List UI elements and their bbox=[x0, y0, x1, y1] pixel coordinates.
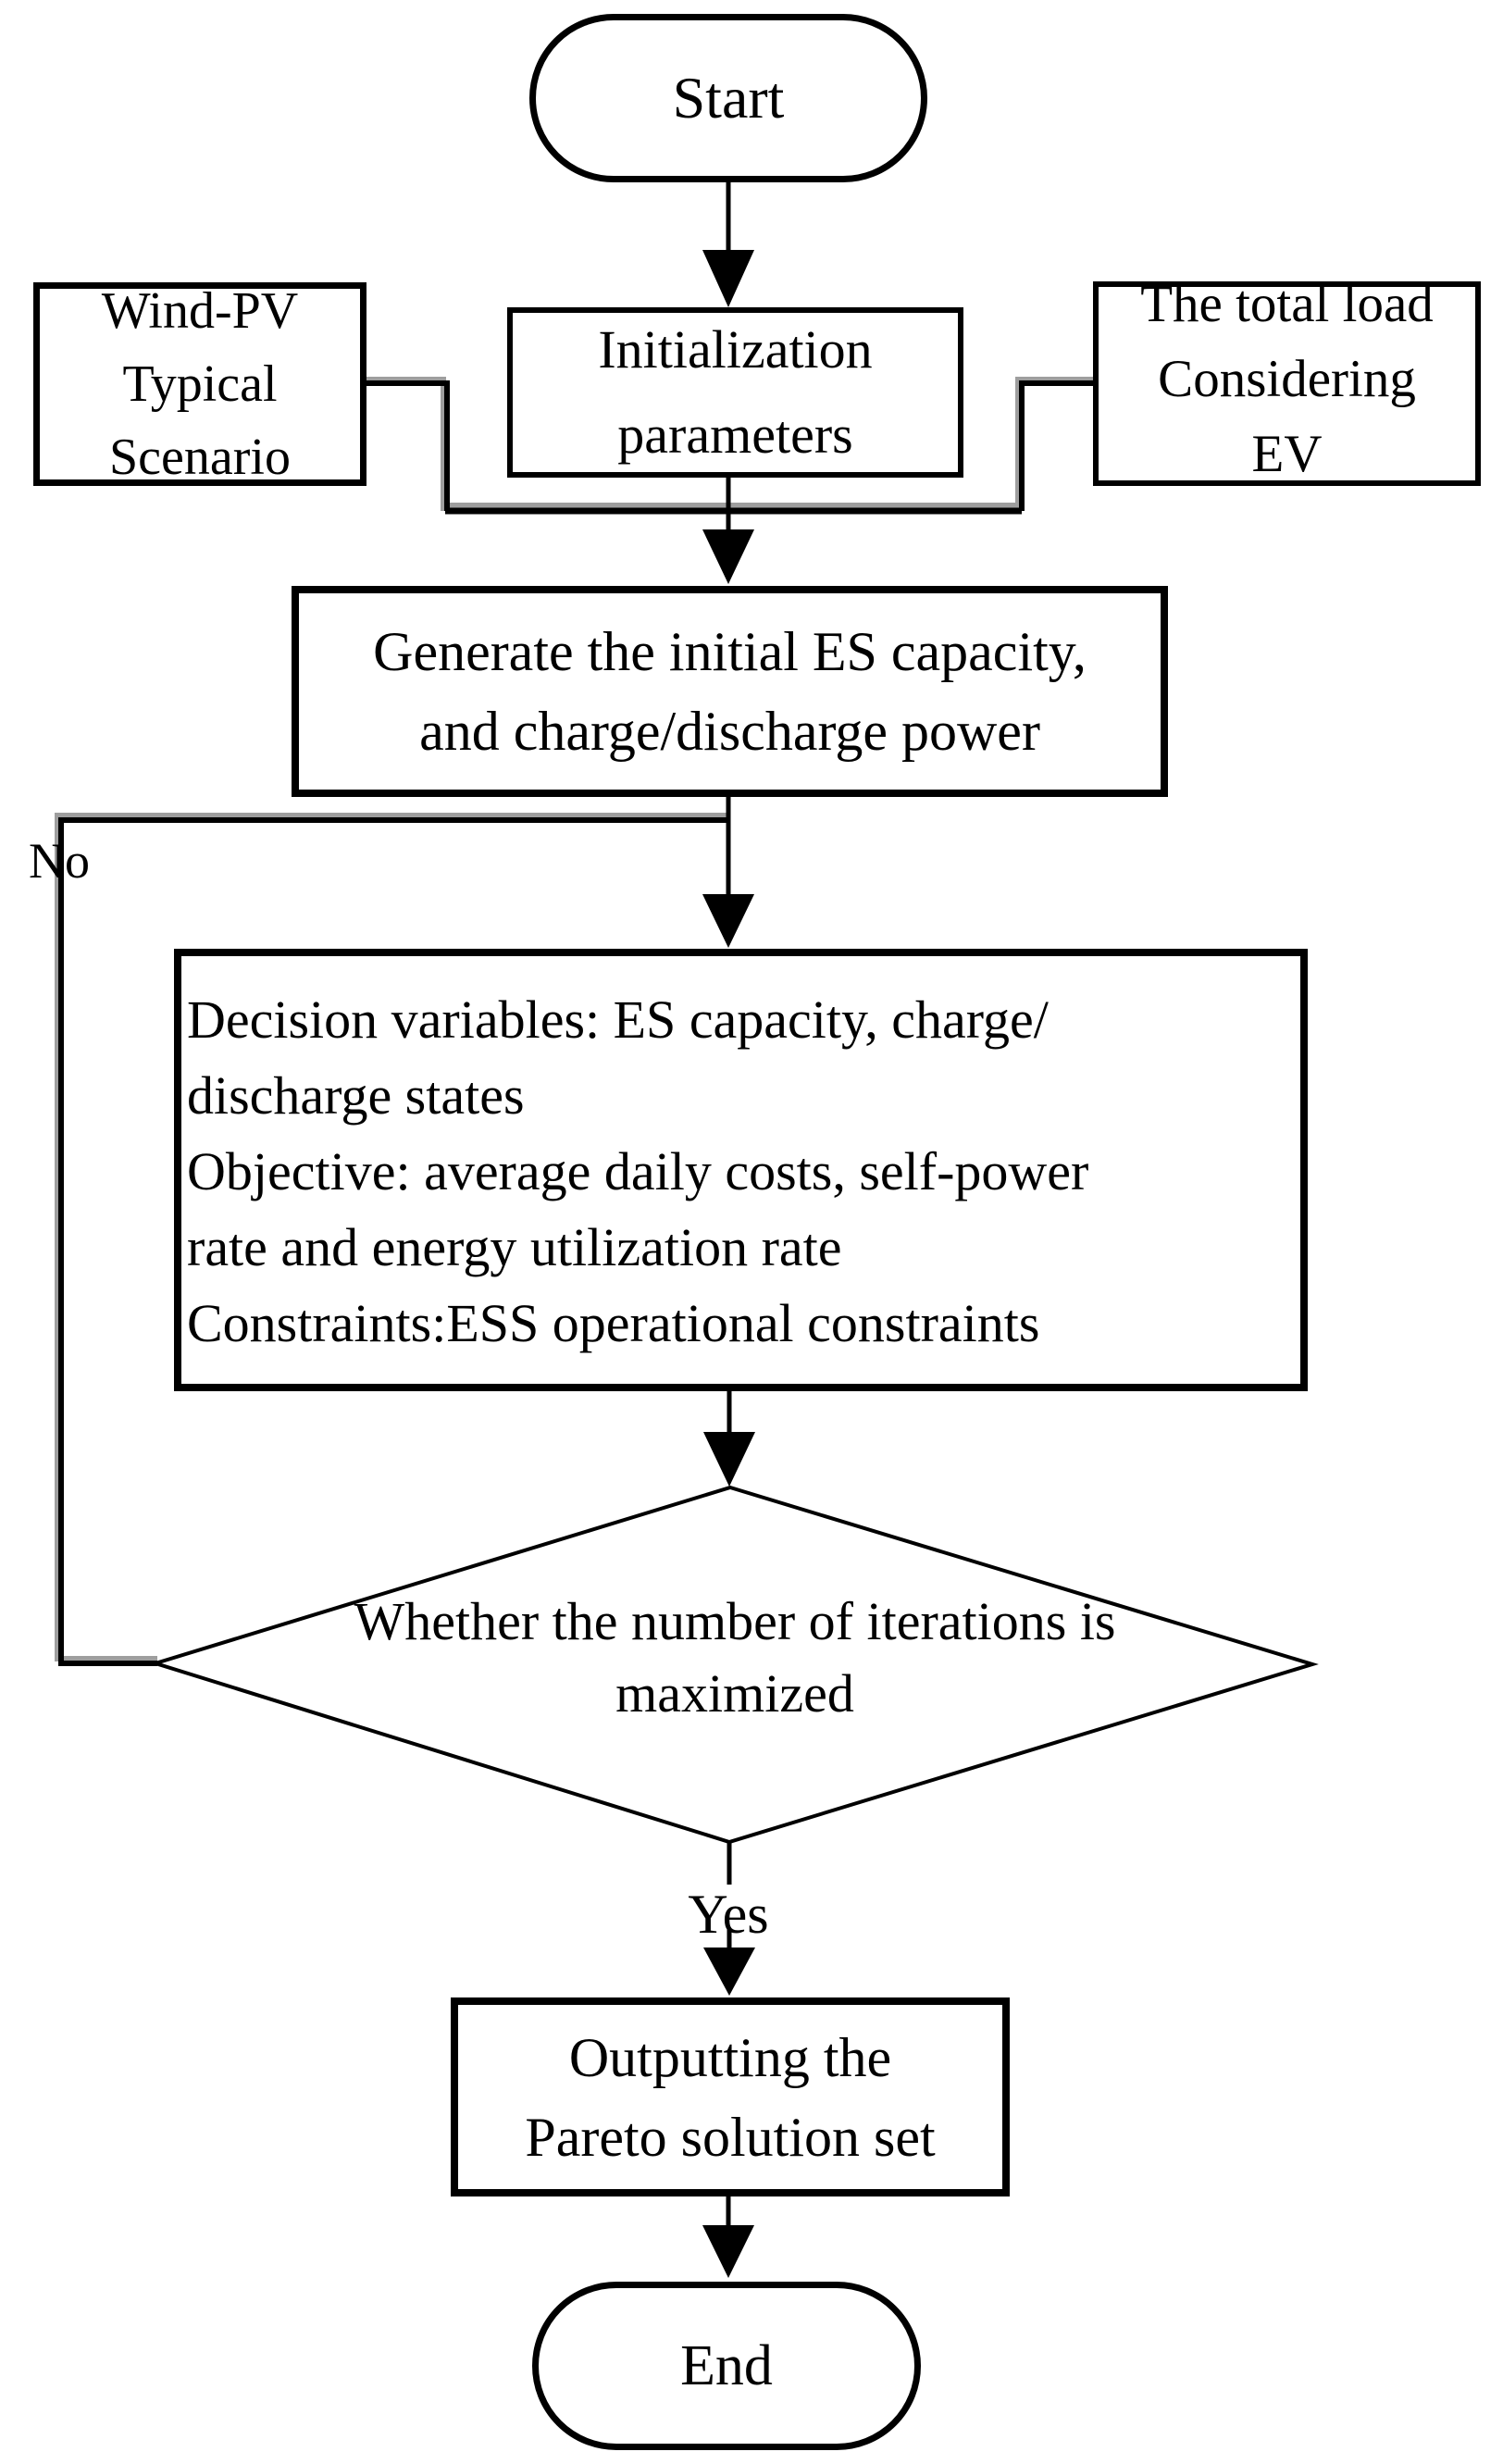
output-pareto-node: Outputting the Pareto solution set bbox=[451, 1997, 1010, 2196]
windpv-line: Typical bbox=[122, 355, 278, 413]
decision-model-line: Objective: average daily costs, self-pow… bbox=[187, 1141, 1089, 1201]
end-label: End bbox=[680, 2333, 773, 2397]
yes-text: Yes bbox=[688, 1883, 769, 1945]
end-node: End bbox=[532, 2282, 921, 2450]
output-pareto-line: Pareto solution set bbox=[525, 2106, 936, 2168]
decision-model-line: discharge states bbox=[187, 1065, 525, 1126]
windpv-scenario-node: Wind-PV Typical Scenario bbox=[33, 282, 366, 486]
edge-windpv-join-shadow bbox=[366, 377, 446, 511]
decision-model-text: Decision variables: ES capacity, charge/… bbox=[187, 982, 1088, 1362]
decision-model-line: rate and energy utilization rate bbox=[187, 1217, 842, 1277]
total-load-line: EV bbox=[1251, 425, 1323, 483]
arrowhead-decision bbox=[702, 894, 754, 948]
decision-model-line: Constraints:ESS operational constraints bbox=[187, 1293, 1040, 1353]
edge-no-loop-shadow bbox=[55, 813, 728, 1661]
arrowhead-generate bbox=[702, 529, 754, 584]
arrowhead-end bbox=[702, 2225, 754, 2278]
total-load-node: The total load Considering EV bbox=[1093, 275, 1481, 486]
arrowhead-init bbox=[702, 250, 754, 307]
windpv-scenario-text: Wind-PV Typical Scenario bbox=[102, 275, 298, 494]
iteration-check-line: Whether the number of iterations is bbox=[354, 1591, 1116, 1651]
total-load-line: The total load bbox=[1140, 275, 1434, 333]
total-load-text: The total load Considering EV bbox=[1140, 267, 1434, 492]
arrowhead-output bbox=[703, 1948, 755, 1996]
start-label: Start bbox=[672, 64, 785, 131]
edge-load-join-shadow bbox=[1015, 377, 1093, 511]
initialization-node: Initialization parameters bbox=[507, 307, 963, 478]
initialization-text: Initialization parameters bbox=[598, 307, 872, 478]
windpv-line: Wind-PV bbox=[101, 281, 299, 340]
generate-line: and charge/discharge power bbox=[419, 701, 1040, 762]
generate-line: Generate the initial ES capacity, bbox=[373, 621, 1087, 682]
arrowhead-diamond bbox=[703, 1432, 755, 1487]
edge-windpv-join bbox=[366, 380, 450, 511]
decision-model-node: Decision variables: ES capacity, charge/… bbox=[174, 949, 1308, 1391]
no-text: No bbox=[29, 833, 90, 889]
no-branch-label: No bbox=[11, 831, 107, 890]
generate-node: Generate the initial ES capacity, and ch… bbox=[292, 586, 1168, 797]
decision-model-line: Decision variables: ES capacity, charge/ bbox=[187, 989, 1049, 1050]
start-node: Start bbox=[529, 14, 927, 182]
output-pareto-text: Outputting the Pareto solution set bbox=[525, 2018, 935, 2177]
total-load-line: Considering bbox=[1158, 350, 1416, 408]
edge-load-join bbox=[1019, 380, 1093, 511]
iteration-check-text: Whether the number of iterations is maxi… bbox=[157, 1579, 1312, 1736]
yes-branch-label: Yes bbox=[636, 1881, 821, 1948]
iteration-check-line: maximized bbox=[615, 1663, 854, 1724]
output-pareto-line: Outputting the bbox=[568, 2026, 892, 2088]
windpv-line: Scenario bbox=[109, 428, 291, 486]
edge-no-loop bbox=[58, 817, 728, 1666]
generate-text: Generate the initial ES capacity, and ch… bbox=[373, 612, 1087, 771]
initialization-line: Initialization bbox=[598, 319, 873, 380]
initialization-line: parameters bbox=[617, 404, 853, 465]
